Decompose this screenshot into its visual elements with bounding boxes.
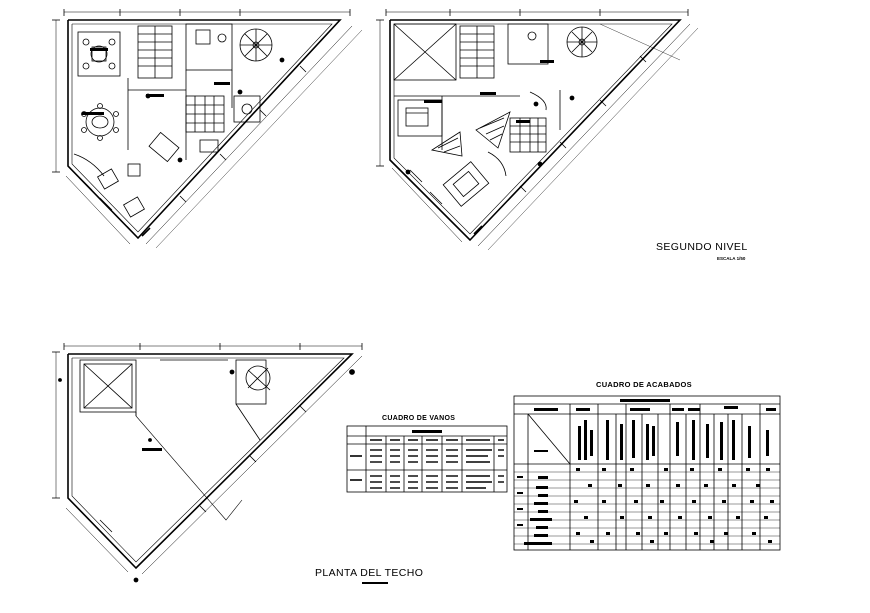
openings-schedule-table: [346, 425, 508, 493]
finishes-schedule-table: [513, 395, 781, 551]
first-level-plan: [52, 9, 363, 249]
roof-plan-title: PLANTA DEL TECHO: [315, 567, 424, 579]
openings-schedule-title: CUADRO DE VANOS: [382, 415, 456, 422]
finishes-schedule-title: CUADRO DE ACABADOS: [596, 380, 692, 389]
second-level-title: SEGUNDO NIVEL: [656, 241, 748, 253]
roof-plan: [52, 343, 363, 583]
roof-plan-title-underline: [362, 582, 388, 584]
second-level-scale: ESCALA 1/50: [717, 256, 746, 261]
second-level-plan: [376, 9, 699, 251]
